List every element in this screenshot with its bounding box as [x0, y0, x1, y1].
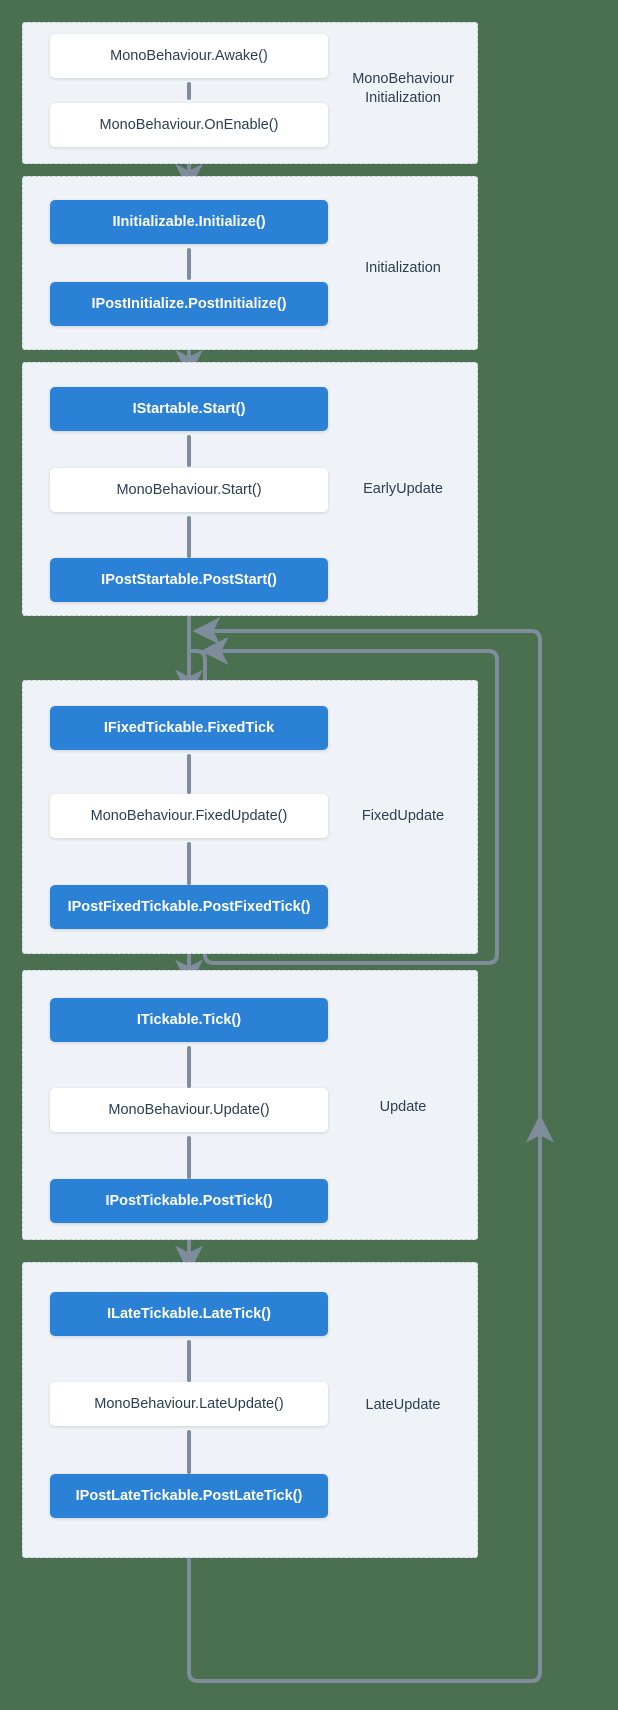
node-ipostinitialize-postinitialize[interactable]: IPostInitialize.PostInitialize() [50, 282, 328, 326]
node-monobehaviour-fixedupdate[interactable]: MonoBehaviour.FixedUpdate() [50, 794, 328, 838]
dashed-link [187, 82, 191, 100]
node-ipostfixedtickable-postfixedtick[interactable]: IPostFixedTickable.PostFixedTick() [50, 885, 328, 929]
group-label-lateupdate: LateUpdate [328, 1396, 478, 1415]
group-label-update: Update [328, 1098, 478, 1117]
group-label-initialization: Initialization [328, 259, 478, 278]
node-istartable-start[interactable]: IStartable.Start() [50, 387, 328, 431]
node-monobehaviour-start[interactable]: MonoBehaviour.Start() [50, 468, 328, 512]
dashed-link [187, 754, 191, 794]
dashed-link [187, 435, 191, 467]
dashed-link [187, 1046, 191, 1088]
node-ipoststartable-poststart[interactable]: IPostStartable.PostStart() [50, 558, 328, 602]
dashed-link [187, 1136, 191, 1179]
group-label-line-1: EarlyUpdate [363, 481, 443, 497]
group-label-earlyupdate: EarlyUpdate [328, 480, 478, 499]
dashed-link [187, 842, 191, 885]
node-ifixedtickable-fixedtick[interactable]: IFixedTickable.FixedTick [50, 706, 328, 750]
node-iposttickable-posttick[interactable]: IPostTickable.PostTick() [50, 1179, 328, 1223]
group-label-line-1: LateUpdate [365, 1397, 441, 1413]
group-label-fixedupdate: FixedUpdate [328, 807, 478, 826]
group-label-line-1: Update [379, 1099, 427, 1115]
node-monobehaviour-lateupdate[interactable]: MonoBehaviour.LateUpdate() [50, 1382, 328, 1426]
node-ilatetickable-latetick[interactable]: ILateTickable.LateTick() [50, 1292, 328, 1336]
dashed-link [187, 1340, 191, 1382]
group-label-line-2: Initialization [365, 90, 441, 106]
dashed-link [187, 248, 191, 280]
group-label-line-1: FixedUpdate [361, 808, 445, 824]
node-itickable-tick[interactable]: ITickable.Tick() [50, 998, 328, 1042]
dashed-link [187, 516, 191, 558]
node-ipostlatetickable-postlatetick[interactable]: IPostLateTickable.PostLateTick() [50, 1474, 328, 1518]
node-monobehaviour-awake[interactable]: MonoBehaviour.Awake() [50, 34, 328, 78]
group-label-line-1: Initialization [365, 260, 441, 276]
node-iinitializable-initialize[interactable]: IInitializable.Initialize() [50, 200, 328, 244]
node-monobehaviour-update[interactable]: MonoBehaviour.Update() [50, 1088, 328, 1132]
group-label-monobehaviour-initialization: MonoBehaviour Initialization [328, 70, 478, 108]
dashed-link [187, 1430, 191, 1474]
node-monobehaviour-onenable[interactable]: MonoBehaviour.OnEnable() [50, 103, 328, 147]
group-label-line-1: MonoBehaviour [352, 71, 454, 87]
